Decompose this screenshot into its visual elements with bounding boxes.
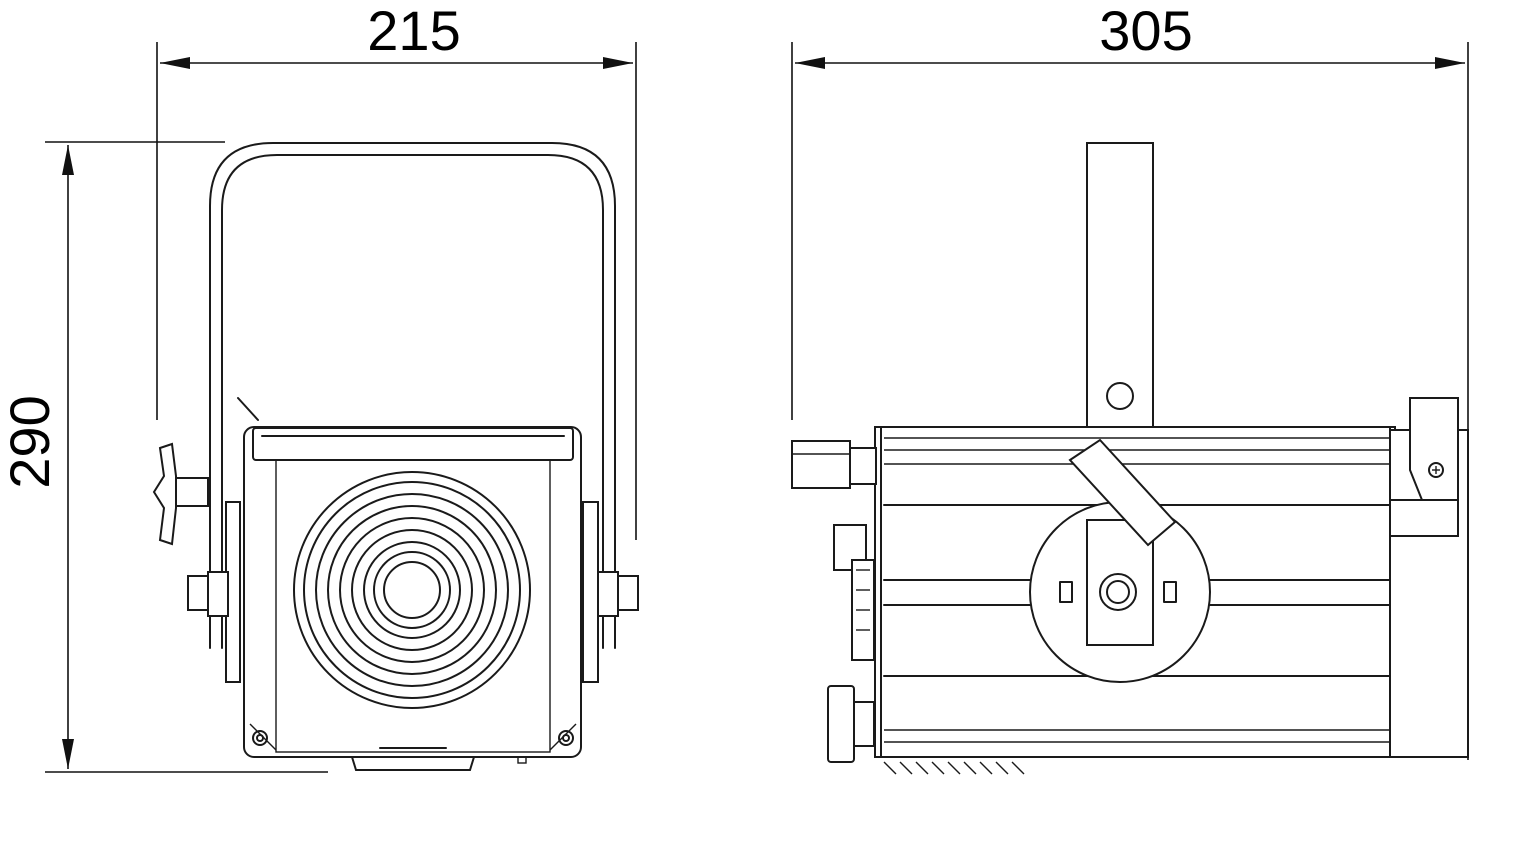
tilt-knob-outer bbox=[1099, 573, 1137, 611]
accessory-clip bbox=[1389, 499, 1459, 537]
width-dimension-label: 215 bbox=[367, 0, 460, 62]
safety-cable-hook bbox=[237, 397, 259, 421]
left-bolt-head bbox=[187, 575, 209, 611]
fresnel-lens bbox=[293, 471, 531, 709]
front-top-cap bbox=[252, 427, 574, 461]
rear-knob bbox=[827, 685, 855, 763]
power-connector bbox=[791, 440, 851, 489]
yoke-hole bbox=[1106, 382, 1134, 410]
disk-slot-right bbox=[1163, 581, 1177, 603]
bottom-vent-fins bbox=[883, 761, 1025, 775]
corner-screws bbox=[249, 723, 577, 751]
front-view bbox=[152, 142, 639, 771]
yoke-bracket-outer bbox=[209, 142, 616, 649]
right-bolt-head bbox=[617, 575, 639, 611]
length-dimension-label: 305 bbox=[1099, 0, 1192, 62]
lens-panel bbox=[275, 459, 551, 753]
latch-screw bbox=[1428, 462, 1444, 478]
lock-knob-handle bbox=[152, 442, 177, 546]
yoke-bracket-inner bbox=[221, 154, 604, 649]
width-dimension: 215 bbox=[156, 0, 637, 540]
disk-slot-left bbox=[1059, 581, 1073, 603]
left-pivot-plate bbox=[225, 501, 241, 683]
right-pivot-nut bbox=[597, 571, 619, 617]
rear-knob-shaft bbox=[853, 701, 875, 747]
tilt-lever bbox=[1068, 438, 1177, 547]
bottom-handle bbox=[350, 756, 476, 771]
yoke-arm-lower bbox=[1086, 519, 1154, 646]
tilt-knob-inner bbox=[1106, 580, 1130, 604]
lock-knob-shaft bbox=[175, 477, 209, 507]
height-dimension-label: 290 bbox=[0, 395, 61, 488]
gel-frame-latch bbox=[1409, 397, 1459, 501]
left-pivot-nut bbox=[207, 571, 229, 617]
connector-base bbox=[849, 447, 877, 485]
side-view bbox=[791, 142, 1469, 775]
height-dimension: 290 bbox=[0, 141, 328, 773]
right-pivot-plate bbox=[582, 501, 599, 683]
